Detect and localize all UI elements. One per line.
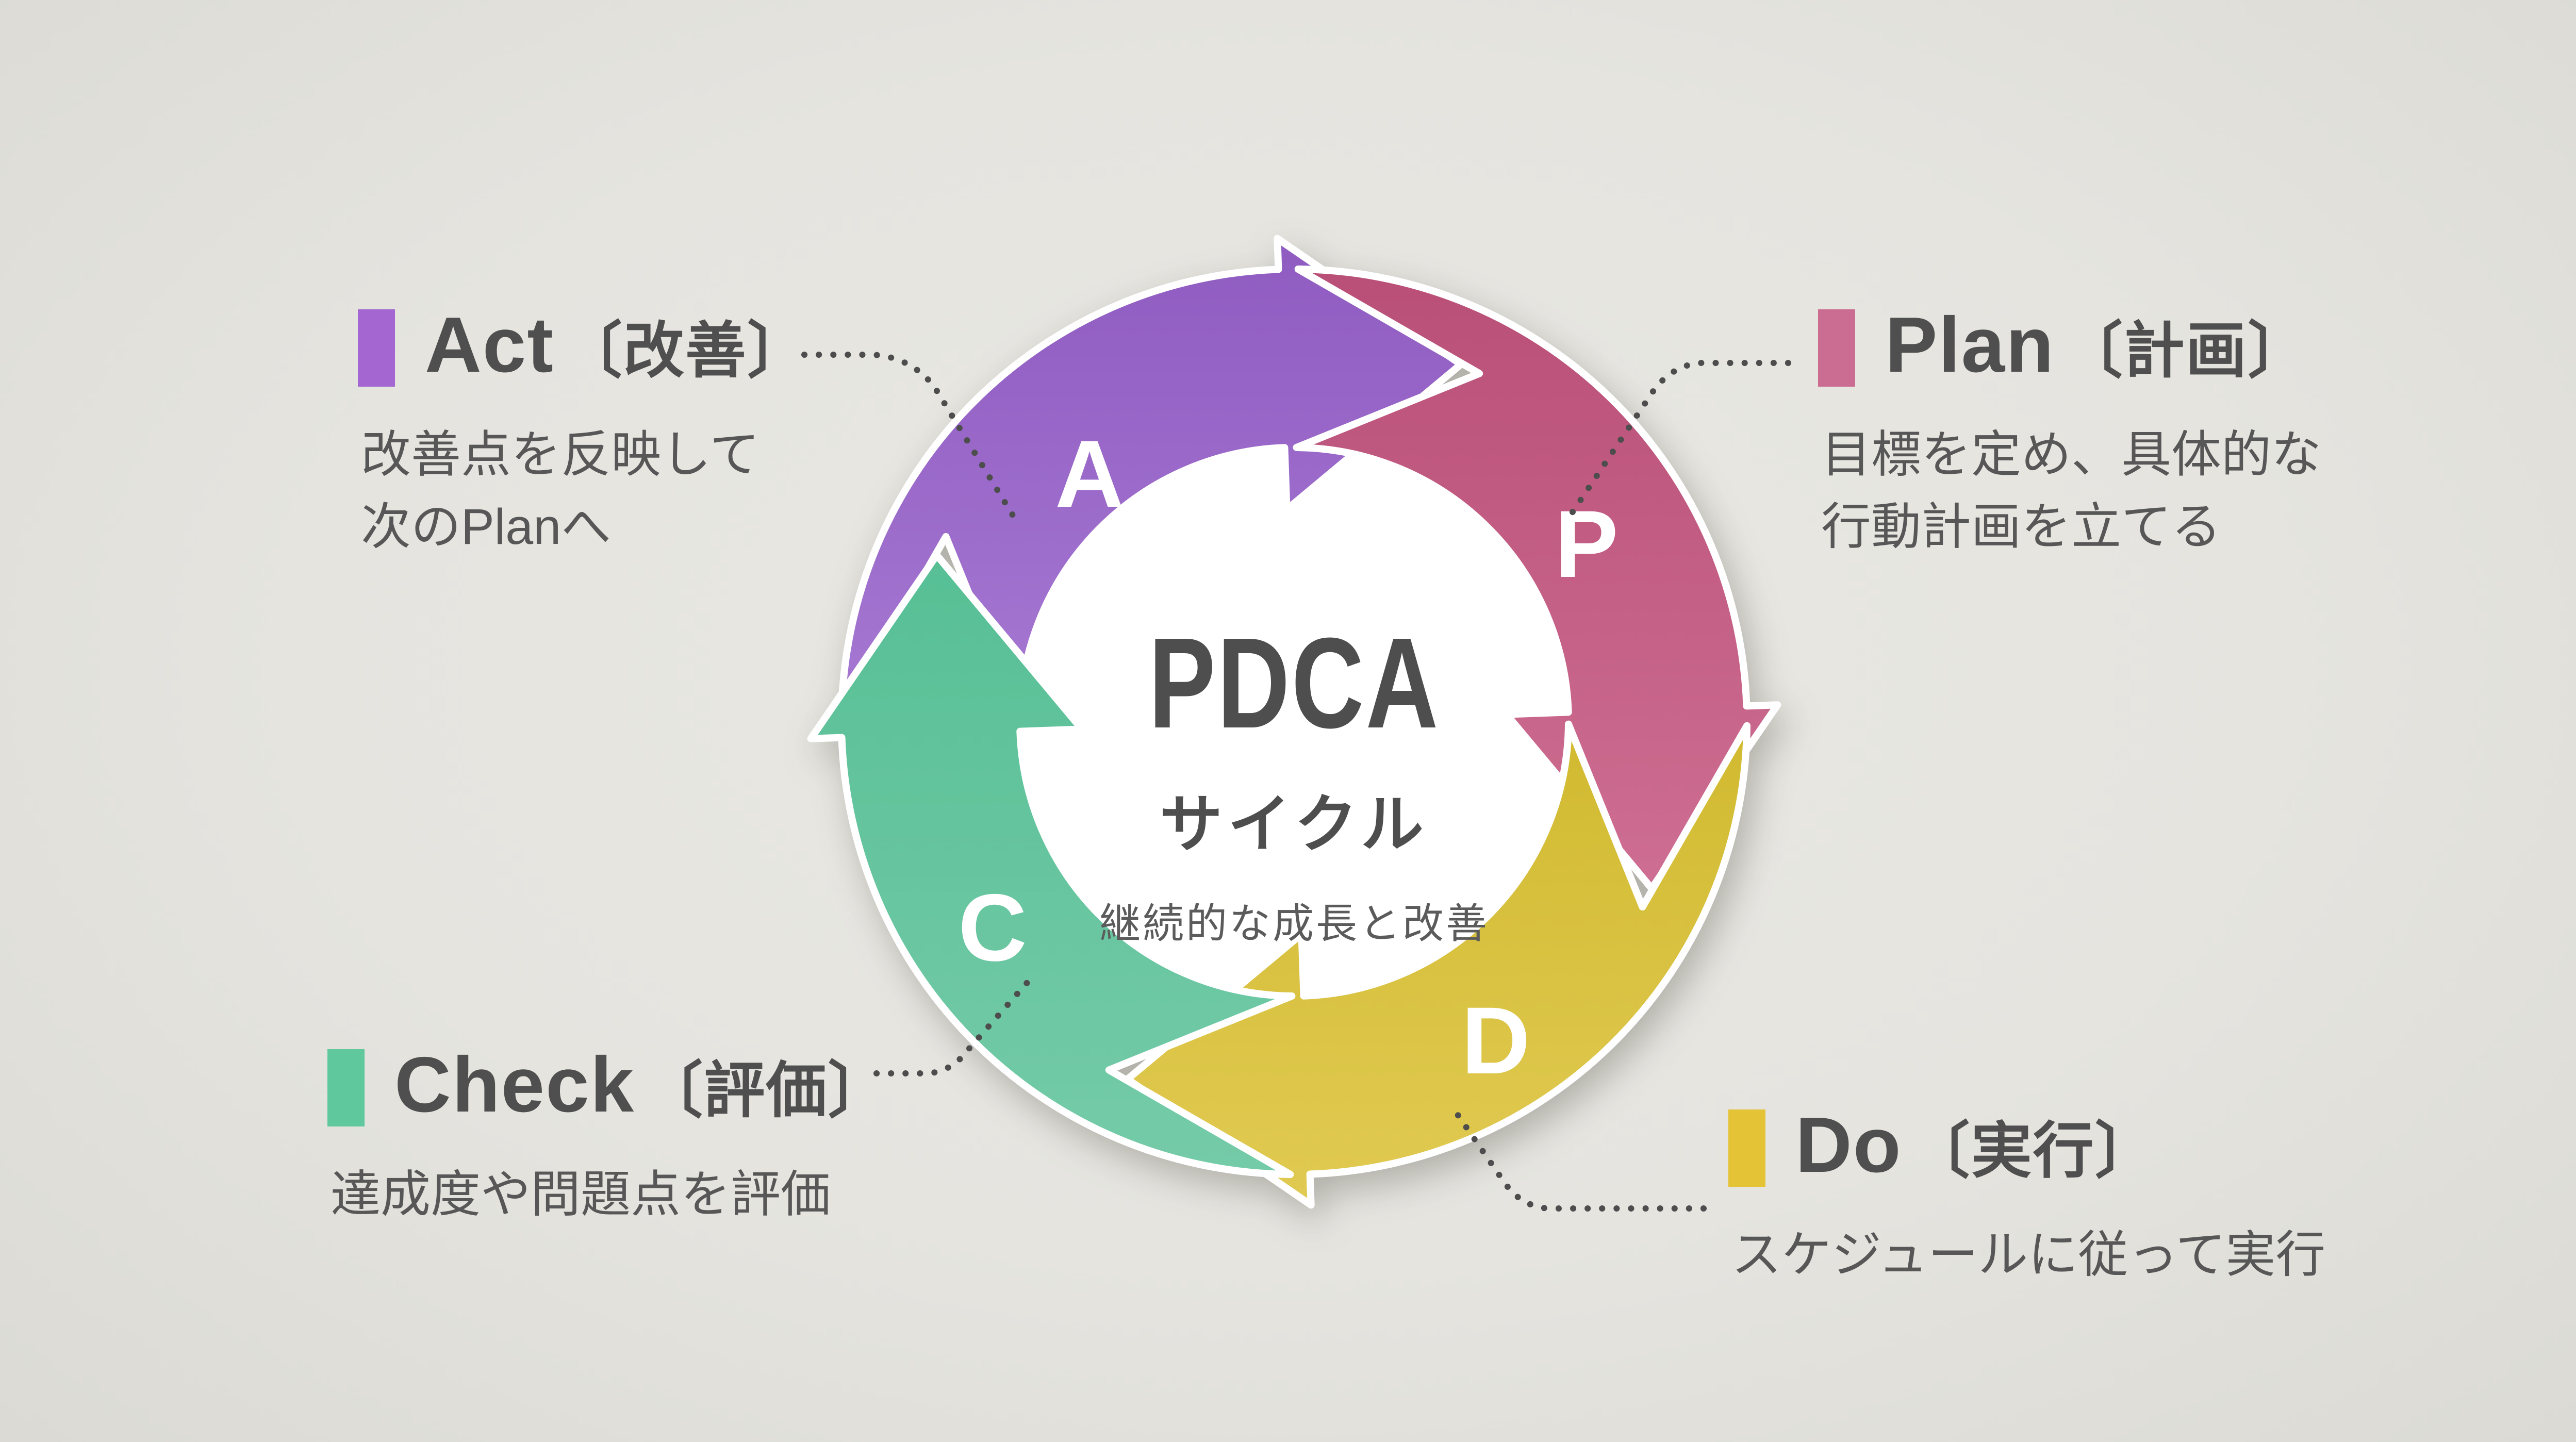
center-tagline: 継続的な成長と改善 <box>1099 901 1489 947</box>
check-description: 達成度や問題点を評価 <box>331 1158 889 1231</box>
check-letter: C <box>958 875 1027 981</box>
do-label-block: Do〔実行〕 スケジュールに従って実行 <box>1728 1106 2325 1291</box>
act-arrow-segment <box>838 235 1465 723</box>
plan-heading: Plan〔計画〕 <box>1885 306 2309 390</box>
act-label-block: Act〔改善〕 改善点を反映して次のPlanへ <box>358 306 809 562</box>
act-bullet-icon <box>358 309 395 387</box>
plan-heading-en: Plan <box>1885 301 2055 389</box>
check-heading-en: Check <box>394 1041 635 1129</box>
check-arrow-segment <box>807 551 1296 1178</box>
act-heading-ja: 〔改善〕 <box>561 317 809 385</box>
do-description: スケジュールに従って実行 <box>1731 1219 2325 1291</box>
check-label-block: Check〔評価〕 達成度や問題点を評価 <box>327 1046 889 1231</box>
check-heading: Check〔評価〕 <box>394 1046 889 1130</box>
center-text-block: PDCA サイクル 継続的な成長と改善 <box>830 619 1758 944</box>
do-letter: D <box>1461 988 1530 1094</box>
check-heading-ja: 〔評価〕 <box>642 1057 890 1125</box>
do-desc-line1: スケジュールに従って実行 <box>1731 1226 2326 1283</box>
center-white-disc <box>1013 441 1575 1003</box>
center-subtitle: サイクル <box>1160 789 1429 859</box>
check-desc-line1: 達成度や問題点を評価 <box>331 1166 831 1222</box>
do-arrow-segment <box>1124 720 1751 1209</box>
center-title: PDCA <box>1148 611 1440 755</box>
do-heading-ja: 〔実行〕 <box>1909 1117 2157 1185</box>
do-heading-en: Do <box>1795 1101 1902 1189</box>
do-heading: Do〔実行〕 <box>1795 1106 2157 1190</box>
act-heading: Act〔改善〕 <box>425 306 809 390</box>
plan-bullet-icon <box>1818 309 1855 387</box>
act-connector-dots <box>801 352 1023 530</box>
plan-desc-line2: 行動計画を立てる <box>1821 498 2221 555</box>
act-desc-line2: 次のPlanへ <box>361 498 612 555</box>
plan-arrow-segment <box>1293 266 1781 892</box>
plan-description: 目標を定め、具体的な行動計画を立てる <box>1821 419 2321 562</box>
do-connector-dots <box>1451 1106 1707 1212</box>
plan-label-block: Plan〔計画〕 目標を定め、具体的な行動計画を立てる <box>1818 306 2321 562</box>
check-bullet-icon <box>327 1049 365 1126</box>
act-heading-en: Act <box>425 301 554 389</box>
plan-letter: P <box>1555 491 1618 598</box>
plan-heading-ja: 〔計画〕 <box>2062 317 2310 385</box>
plan-connector-dots <box>1564 360 1791 523</box>
plan-desc-line1: 目標を定め、具体的な <box>1821 426 2321 483</box>
act-desc-line1: 改善点を反映して <box>361 426 760 483</box>
check-connector-dots <box>873 980 1030 1076</box>
act-description: 改善点を反映して次のPlanへ <box>361 419 809 562</box>
do-bullet-icon <box>1728 1109 1765 1187</box>
act-letter: A <box>1055 421 1124 527</box>
